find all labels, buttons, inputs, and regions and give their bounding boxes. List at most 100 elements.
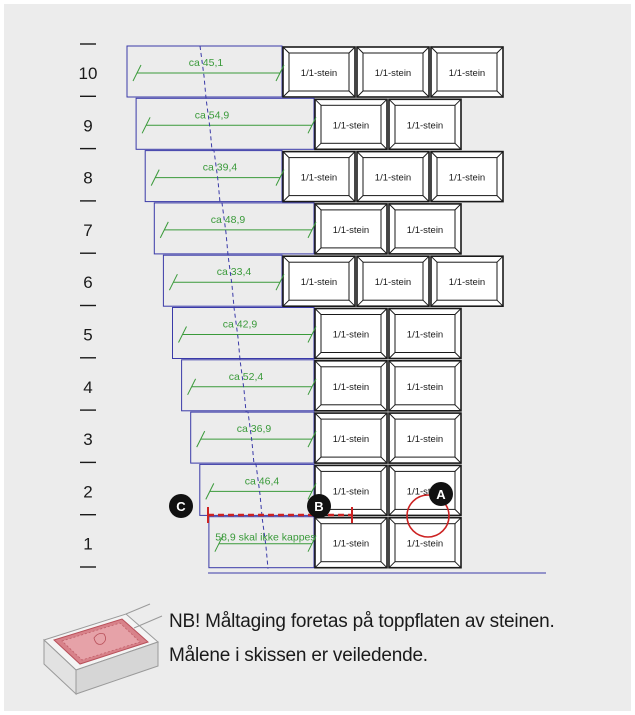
stone-label: 1/1-stein [407, 539, 443, 550]
stone-bevel [422, 195, 430, 202]
row-outline [144, 150, 283, 203]
stone-bevel [388, 509, 396, 516]
stone-inner [362, 52, 424, 92]
stone-bevel [388, 412, 396, 420]
stone-inner [320, 209, 382, 249]
row-number: 3 [83, 430, 92, 449]
stone-bevel [430, 299, 438, 307]
stone-inner [320, 523, 382, 563]
stone-bevel [356, 46, 364, 54]
stone-bevel [422, 46, 430, 54]
stone-bevel [388, 247, 396, 255]
measure-tick [307, 535, 317, 552]
stone-bevel [388, 465, 396, 472]
stone [314, 516, 388, 569]
stone-bevel [388, 404, 396, 412]
stone-label: 1/1-stein [407, 382, 443, 393]
stone-bevel [348, 195, 356, 202]
cut-line [199, 45, 269, 569]
stone-bevel [496, 255, 504, 263]
row-outline [126, 45, 283, 98]
measure-tick [307, 430, 317, 448]
stone-bevel [388, 308, 396, 315]
measure-tick [132, 64, 142, 82]
stone-inner [288, 52, 350, 92]
row-number: 1 [83, 535, 92, 554]
stone-bevel [314, 142, 322, 150]
stone-bevel [314, 98, 322, 106]
stone-label: 1/1-stein [333, 486, 369, 497]
stone-bevel [388, 98, 396, 106]
stone-bevel [430, 90, 438, 98]
row-outline [153, 202, 315, 255]
stone-bevel [356, 299, 364, 307]
marker-b-label: B [314, 499, 323, 514]
stone-bevel [314, 308, 322, 315]
stone-bevel [380, 247, 388, 255]
measure-label: ca 48,9 [211, 214, 246, 226]
row-outline [172, 307, 315, 359]
stone [282, 150, 356, 203]
stone-inner [288, 157, 350, 197]
measure-tick [275, 64, 285, 82]
stone [388, 516, 462, 569]
stone-bevel [388, 203, 396, 211]
stone-inner [320, 418, 382, 458]
stone-label: 1/1-stein [301, 68, 337, 79]
stone [430, 46, 504, 98]
stone-bevel [282, 46, 290, 54]
stone-bevel [388, 456, 396, 464]
stone-bevel [454, 404, 462, 412]
row-outline [181, 359, 315, 412]
measure-tick [307, 326, 317, 343]
stone-label: 1/1-stein [333, 434, 369, 445]
stone-bevel [380, 561, 388, 569]
stone-inner [320, 366, 382, 406]
stone-inner [320, 314, 382, 353]
measure-tick [141, 117, 151, 134]
stone-bevel [496, 46, 504, 54]
stone-bevel [282, 195, 290, 202]
stone-inner [394, 523, 456, 563]
measure-tick [275, 169, 285, 186]
measure-label: ca 46,4 [245, 475, 280, 487]
marker-a-circle [406, 494, 450, 538]
stone-bevel [356, 90, 364, 98]
stone-label: 1/1-stein [375, 277, 411, 288]
stone-bevel [454, 247, 462, 255]
measure-tick [168, 273, 178, 291]
stone-bevel [348, 90, 356, 98]
row-number: 5 [83, 326, 92, 345]
stone [430, 150, 504, 203]
stone-bevel [356, 255, 364, 263]
measure-label: ca 36,9 [237, 423, 272, 435]
stone-bevel [454, 142, 462, 150]
measure-tick [159, 221, 169, 239]
row-number: 10 [79, 64, 98, 83]
row-outline [190, 411, 315, 464]
stone-bevel [314, 360, 322, 368]
stone-label: 1/1-stein [375, 173, 411, 184]
stone-label: 1/1-stein [333, 225, 369, 236]
note-line-1: NB! Måltaging foretas på toppflaten av s… [169, 611, 555, 632]
stone-inner [394, 470, 456, 510]
measure-tick [307, 221, 317, 239]
marker-c-badge [169, 494, 193, 518]
measure-tick [307, 378, 317, 396]
measure-tick [178, 326, 187, 343]
stone-bevel [454, 465, 462, 472]
stone-label: 1/1-stein [407, 486, 443, 497]
marker-c: C [169, 494, 193, 518]
stone-label: 1/1-stein [375, 68, 411, 79]
stone-bevel [314, 456, 322, 464]
stone [314, 203, 388, 255]
marker-b-badge [307, 494, 331, 518]
stone-bevel [454, 509, 462, 516]
stone-label: 1/1-stein [301, 173, 337, 184]
stone-label: 1/1-stein [333, 120, 369, 131]
stone-bevel [454, 308, 462, 315]
